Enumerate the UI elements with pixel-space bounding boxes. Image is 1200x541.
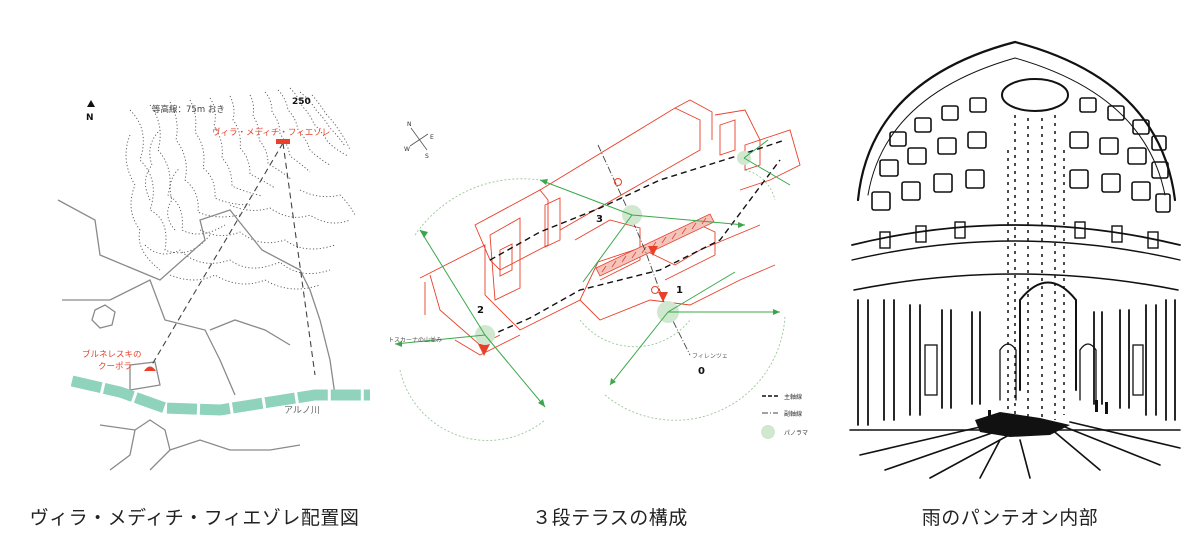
sub-axis <box>597 144 691 356</box>
north-label: N <box>86 113 94 123</box>
central-arch <box>1019 281 1077 391</box>
legend: 主軸線 副軸線 パノラマ <box>761 393 808 439</box>
pantheon-caption: 雨のパンテオン内部 <box>921 507 1099 529</box>
level-3-label: 3 <box>596 214 603 225</box>
level-2-label: 2 <box>477 305 484 316</box>
legend-panorama-label: パノラマ <box>784 430 808 437</box>
dome-label-line1: ブルネレスキの <box>82 349 142 360</box>
panorama-arcs <box>399 169 786 441</box>
arno-river <box>70 375 370 416</box>
florence-label: フィレンツェ <box>692 353 728 360</box>
dome-label-line2: クーポラ <box>98 362 132 372</box>
elevation-label: 250 <box>292 97 311 107</box>
compass-icon <box>409 127 429 151</box>
compass-s: S <box>425 153 429 160</box>
direction-arrows <box>478 246 668 356</box>
hatched-terrace <box>595 213 715 277</box>
site-plan-map: N 等高線：75m おき 250 ヴィラ・メディチ・フィエゾレ ブルネレスキの … <box>57 87 370 471</box>
compass-w: W <box>404 146 410 153</box>
coffers <box>871 97 1171 213</box>
niches <box>924 343 1144 401</box>
main-axes <box>479 139 786 341</box>
north-arrow-icon <box>87 100 95 107</box>
columns <box>857 299 1176 426</box>
terrace-diagram: N E W S 3 2 1 0 トスカーナの山並み フィレンツェ 主軸線 副軸線… <box>390 99 808 441</box>
attic-windows <box>879 221 1159 249</box>
compass-n: N <box>407 121 412 128</box>
villa-marker <box>276 139 290 144</box>
level-0-label: 0 <box>698 366 705 377</box>
sight-lines <box>149 142 316 376</box>
panorama-points <box>475 151 751 345</box>
rain-streaks <box>1007 115 1065 422</box>
contour-lines <box>125 87 356 290</box>
view-lines <box>394 139 791 408</box>
level-1-label: 1 <box>676 285 683 296</box>
legend-main-axis-label: 主軸線 <box>784 393 802 401</box>
floor-shadows <box>975 400 1108 437</box>
dome-outline <box>856 40 1177 202</box>
river-label: アルノ川 <box>284 406 320 416</box>
site-plan-caption: ヴィラ・メディチ・フィエゾレ配置図 <box>29 507 360 529</box>
dome-marker <box>144 366 156 371</box>
view-arrowheads <box>395 179 780 407</box>
pantheon-sketch <box>849 40 1181 479</box>
tuscany-label: トスカーナの山並み <box>390 336 442 344</box>
terrace-caption: ３段テラスの構成 <box>532 507 688 529</box>
oculus <box>1001 78 1069 112</box>
legend-sub-axis-label: 副軸線 <box>784 410 802 418</box>
roads <box>57 199 336 471</box>
compass-e: E <box>430 134 434 141</box>
villa-label: ヴィラ・メディチ・フィエゾレ <box>212 127 330 138</box>
viewpoint-markers <box>614 178 659 294</box>
contour-note: 等高線：75m おき <box>152 104 225 115</box>
building-outline <box>419 99 801 356</box>
cornice <box>851 224 1181 246</box>
legend-panorama-swatch <box>761 425 775 439</box>
